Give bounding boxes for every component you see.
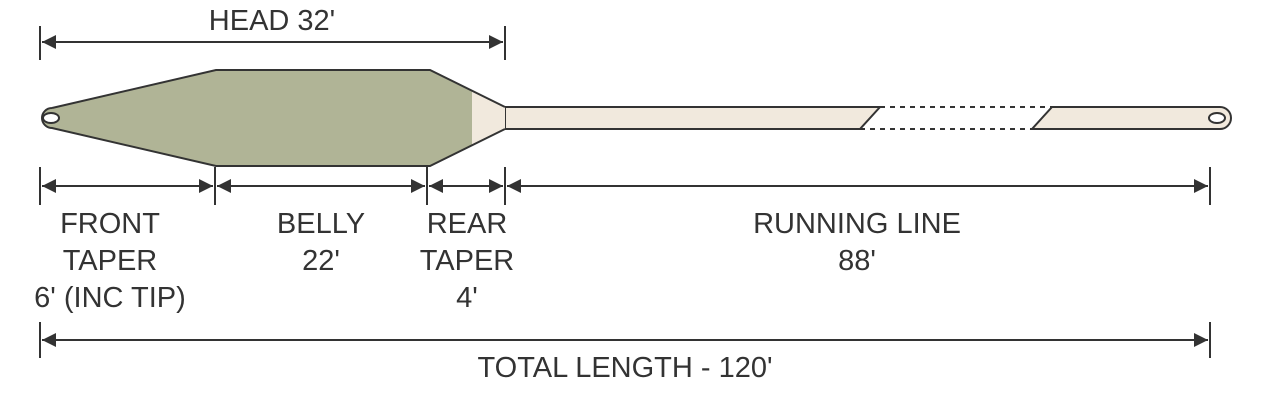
rear-taper-label-line1: REAR bbox=[427, 208, 508, 240]
running-line-label: RUNNING LINE bbox=[753, 208, 961, 240]
front-taper-length: 6' (INC TIP) bbox=[34, 282, 186, 314]
head-dimension: HEAD 32' bbox=[39, 5, 506, 60]
belly-length: 22' bbox=[302, 245, 340, 277]
head-outline bbox=[41, 69, 506, 167]
section-dimensions bbox=[39, 167, 1211, 205]
section-labels: FRONT TAPER 6' (INC TIP) BELLY 22' REAR … bbox=[34, 208, 961, 314]
rear-loop-icon bbox=[1208, 112, 1226, 124]
total-length-dimension: TOTAL LENGTH - 120' bbox=[39, 322, 1211, 384]
head-body bbox=[52, 70, 472, 166]
belly-label: BELLY bbox=[277, 208, 365, 240]
running-line-segment-right bbox=[1029, 106, 1232, 130]
total-length-label: TOTAL LENGTH - 120' bbox=[477, 352, 772, 384]
front-taper-label-line2: TAPER bbox=[63, 245, 158, 277]
running-line-segment-left bbox=[504, 106, 883, 130]
running-line-length: 88' bbox=[838, 245, 876, 277]
front-taper-label-line1: FRONT bbox=[60, 208, 160, 240]
fly-line bbox=[41, 69, 1232, 167]
front-loop-icon bbox=[42, 112, 60, 124]
rear-taper-label-line2: TAPER bbox=[420, 245, 515, 277]
head-label: HEAD 32' bbox=[209, 5, 335, 37]
rear-taper-length: 4' bbox=[456, 282, 478, 314]
